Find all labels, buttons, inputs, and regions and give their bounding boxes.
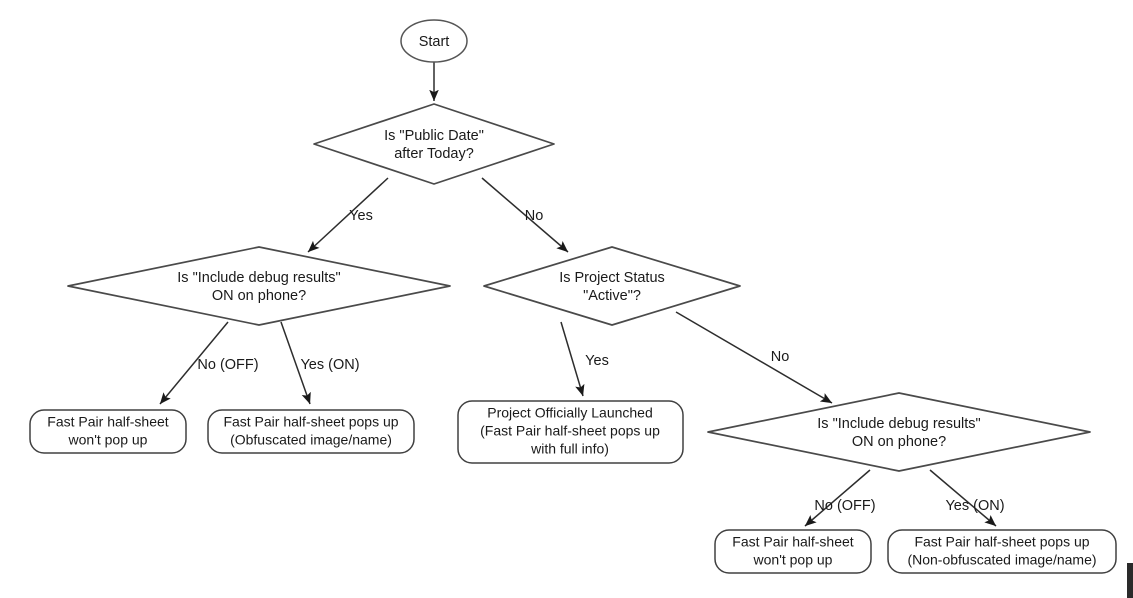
public-date-line2: after Today? <box>394 146 474 162</box>
project-status-diamond[interactable] <box>483 246 741 326</box>
node-obfuscated-popup[interactable]: Fast Pair half-sheet pops up (Obfuscated… <box>207 409 415 454</box>
obfuscated-popup-line2: (Obfuscated image/name) <box>230 432 392 448</box>
no-popup-left-line2: won't pop up <box>68 432 148 448</box>
obfuscated-popup-line1: Fast Pair half-sheet pops up <box>223 414 398 430</box>
node-public-date-decision[interactable]: Is "Public Date" after Today? <box>313 103 555 185</box>
edge-public-date-yes <box>307 177 389 253</box>
edge-artifact <box>1127 563 1133 598</box>
edge-project-status-no <box>675 311 833 404</box>
node-no-popup-right[interactable]: Fast Pair half-sheet won't pop up <box>714 529 872 574</box>
node-debug-left-decision[interactable]: Is "Include debug results" ON on phone? <box>67 246 451 326</box>
officially-launched-box[interactable] <box>457 400 684 464</box>
no-popup-left-line1: Fast Pair half-sheet <box>47 414 168 430</box>
edge-label-public-date-no: No <box>525 208 544 224</box>
debug-left-diamond[interactable] <box>67 246 451 326</box>
edge-labels-layer: Yes No No (OFF) Yes (ON) Yes No No (OFF)… <box>197 208 1004 514</box>
debug-right-diamond[interactable] <box>707 392 1091 472</box>
project-status-line1: Is Project Status <box>559 270 665 286</box>
nonobfuscated-popup-box[interactable] <box>887 529 1117 574</box>
edge-label-debug-left-yes: Yes (ON) <box>300 357 359 373</box>
public-date-line1: Is "Public Date" <box>384 128 484 144</box>
edge-label-debug-right-no: No (OFF) <box>814 498 875 514</box>
edge-debug-left-yes <box>280 321 311 405</box>
public-date-diamond[interactable] <box>313 103 555 185</box>
start-ellipse[interactable] <box>400 19 468 63</box>
project-status-line2: "Active"? <box>583 288 641 304</box>
edge-label-public-date-yes: Yes <box>349 208 373 224</box>
nonobfuscated-popup-line2: (Non-obfuscated image/name) <box>907 552 1096 568</box>
node-start[interactable]: Start <box>400 19 468 63</box>
no-popup-right-line1: Fast Pair half-sheet <box>732 534 853 550</box>
edge-label-debug-right-yes: Yes (ON) <box>945 498 1004 514</box>
node-no-popup-left[interactable]: Fast Pair half-sheet won't pop up <box>29 409 187 454</box>
edges-layer <box>159 62 997 527</box>
node-officially-launched[interactable]: Project Officially Launched (Fast Pair h… <box>457 400 684 464</box>
debug-left-line1: Is "Include debug results" <box>177 270 340 286</box>
debug-left-line2: ON on phone? <box>212 288 306 304</box>
edge-public-date-no <box>481 177 569 253</box>
no-popup-left-box[interactable] <box>29 409 187 454</box>
no-popup-right-line2: won't pop up <box>753 552 833 568</box>
no-popup-right-box[interactable] <box>714 529 872 574</box>
edge-label-debug-left-no: No (OFF) <box>197 357 258 373</box>
edge-debug-right-no <box>804 469 871 527</box>
node-nonobfuscated-popup[interactable]: Fast Pair half-sheet pops up (Non-obfusc… <box>887 529 1117 574</box>
start-label: Start <box>419 34 450 50</box>
nonobfuscated-popup-line1: Fast Pair half-sheet pops up <box>914 534 1089 550</box>
edge-label-project-status-yes: Yes <box>585 353 609 369</box>
node-project-status-decision[interactable]: Is Project Status "Active"? <box>483 246 741 326</box>
officially-launched-line1: Project Officially Launched <box>487 405 653 421</box>
officially-launched-line2: (Fast Pair half-sheet pops up <box>480 423 660 439</box>
debug-right-line1: Is "Include debug results" <box>817 416 980 432</box>
node-debug-right-decision[interactable]: Is "Include debug results" ON on phone? <box>707 392 1091 472</box>
obfuscated-popup-box[interactable] <box>207 409 415 454</box>
edge-label-project-status-no: No <box>771 349 790 365</box>
edge-debug-right-yes <box>929 469 997 527</box>
officially-launched-line3: with full info) <box>530 441 609 457</box>
edge-project-status-yes <box>560 321 585 397</box>
edge-debug-left-no <box>159 321 229 405</box>
debug-right-line2: ON on phone? <box>852 434 946 450</box>
